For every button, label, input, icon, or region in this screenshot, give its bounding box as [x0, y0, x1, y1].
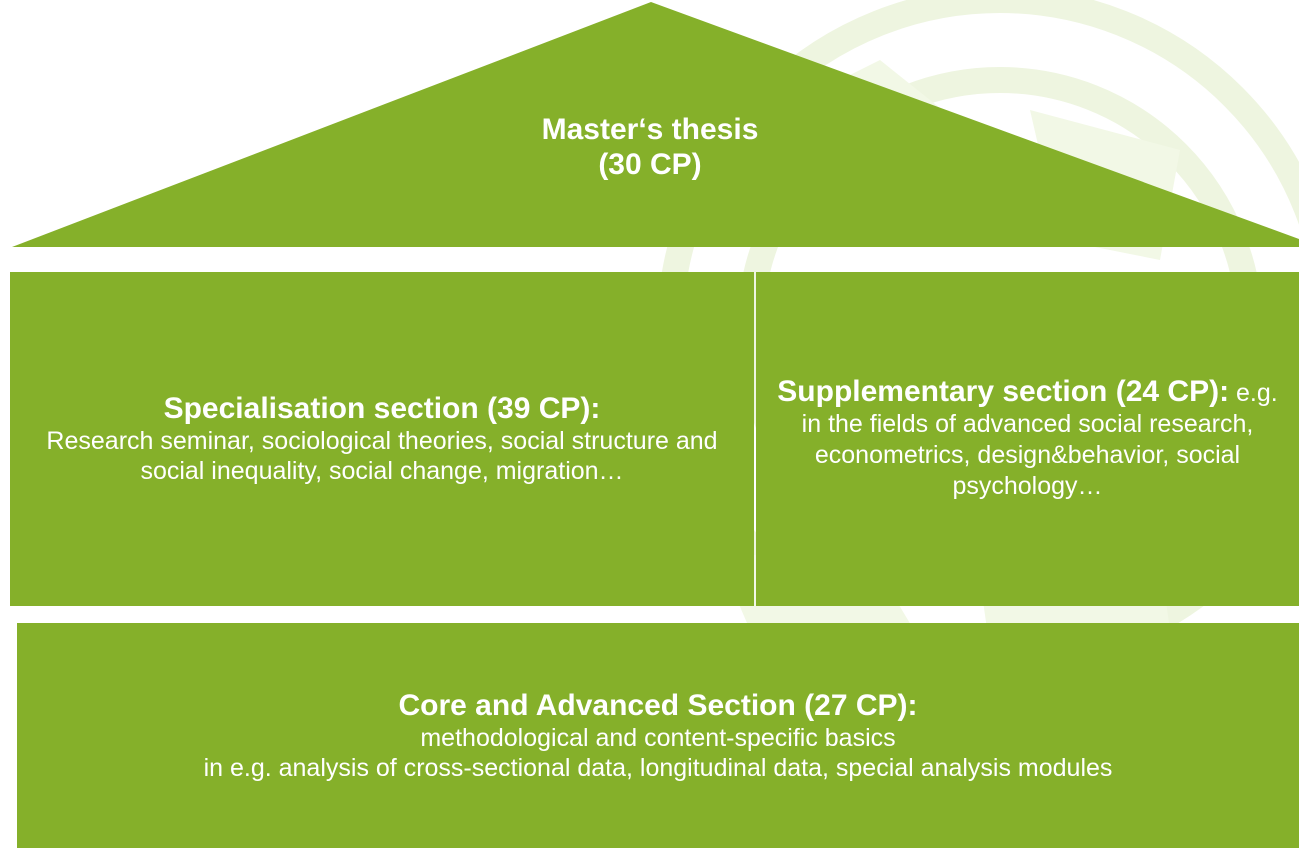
specialisation-heading: Specialisation section (39 CP):	[163, 392, 601, 425]
specialisation-body: Research seminar, sociological theories,…	[46, 427, 718, 485]
core-body-line1: methodological and content-specific basi…	[420, 723, 896, 752]
core-body-line2: in e.g. analysis of cross-sectional data…	[203, 753, 1113, 782]
roof-triangle	[12, 2, 1299, 247]
specialisation-block: Specialisation section (39 CP): Research…	[10, 272, 754, 606]
masters-thesis-credits: (30 CP)	[598, 148, 702, 181]
supplementary-body: e.g. in the fields of advanced social re…	[801, 379, 1278, 500]
masters-thesis-label: Master‘s thesis (30 CP)	[450, 112, 850, 182]
core-heading: Core and Advanced Section (27 CP):	[398, 688, 918, 722]
supplementary-block: Supplementary section (24 CP): e.g. in t…	[756, 272, 1299, 606]
supplementary-text: Supplementary section (24 CP): e.g. in t…	[774, 376, 1281, 502]
supplementary-heading: Supplementary section (24 CP):	[777, 375, 1230, 408]
masters-thesis-title: Master‘s thesis	[541, 113, 759, 146]
core-block: Core and Advanced Section (27 CP): metho…	[17, 623, 1299, 848]
